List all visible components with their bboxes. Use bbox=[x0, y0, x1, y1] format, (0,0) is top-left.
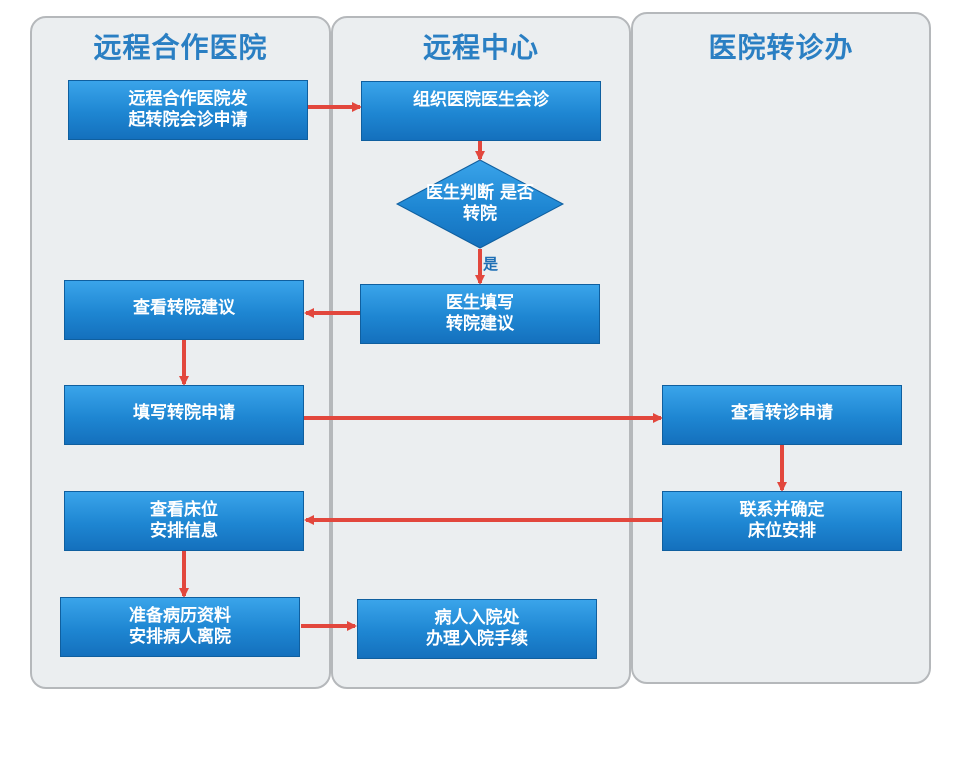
node-line-2: 转院建议 bbox=[446, 314, 514, 334]
node-organize-consultation: 组织医院医生会诊 bbox=[361, 81, 601, 141]
node-line-1: 病人入院处 bbox=[434, 608, 520, 628]
lane-title: 远程中心 bbox=[422, 31, 539, 64]
yes-label: 是 bbox=[483, 255, 499, 273]
node-line-1: 填写转院申请 bbox=[133, 403, 235, 423]
lane-title: 医院转诊办 bbox=[708, 31, 854, 64]
node-view-referral-application: 查看转诊申请 bbox=[662, 385, 902, 445]
node-view-referral-advice: 查看转院建议 bbox=[64, 280, 304, 340]
node-prepare-records-discharge: 准备病历资料 安排病人离院 bbox=[60, 597, 300, 657]
node-line-1: 准备病历资料 bbox=[129, 606, 231, 626]
decision-line-2: 是否转院 bbox=[463, 183, 534, 224]
node-line-1: 查看转院建议 bbox=[133, 298, 235, 318]
node-line-2: 起转院会诊申请 bbox=[128, 110, 248, 130]
decision-diamond bbox=[395, 159, 565, 249]
node-line-1: 查看床位 bbox=[150, 500, 218, 520]
decision-label: 医生判断 是否转院 bbox=[420, 183, 540, 225]
node-contact-confirm-bed: 联系并确定 床位安排 bbox=[662, 491, 902, 551]
node-initiate-referral-consultation: 远程合作医院发 起转院会诊申请 bbox=[68, 80, 308, 140]
node-line-2: 安排病人离院 bbox=[129, 627, 231, 647]
node-line-1: 组织医院医生会诊 bbox=[413, 90, 549, 110]
node-admission-procedures: 病人入院处 办理入院手续 bbox=[357, 599, 597, 659]
node-view-bed-info: 查看床位 安排信息 bbox=[64, 491, 304, 551]
node-line-1: 联系并确定 bbox=[739, 500, 825, 520]
node-line-2: 办理入院手续 bbox=[426, 629, 528, 649]
lane-hospital-referral-office: 医院转诊办 bbox=[631, 12, 931, 684]
node-line-1: 医生填写 bbox=[446, 293, 514, 313]
node-line-2: 床位安排 bbox=[748, 521, 816, 541]
node-line-1: 远程合作医院发 bbox=[128, 89, 248, 109]
node-line-1: 查看转诊申请 bbox=[731, 403, 833, 423]
node-line-2: 安排信息 bbox=[150, 521, 218, 541]
node-fill-referral-application: 填写转院申请 bbox=[64, 385, 304, 445]
lane-title: 远程合作医院 bbox=[93, 31, 268, 64]
decision-line-1: 医生判断 bbox=[426, 183, 495, 203]
node-doctor-fill-advice: 医生填写 转院建议 bbox=[360, 284, 600, 344]
